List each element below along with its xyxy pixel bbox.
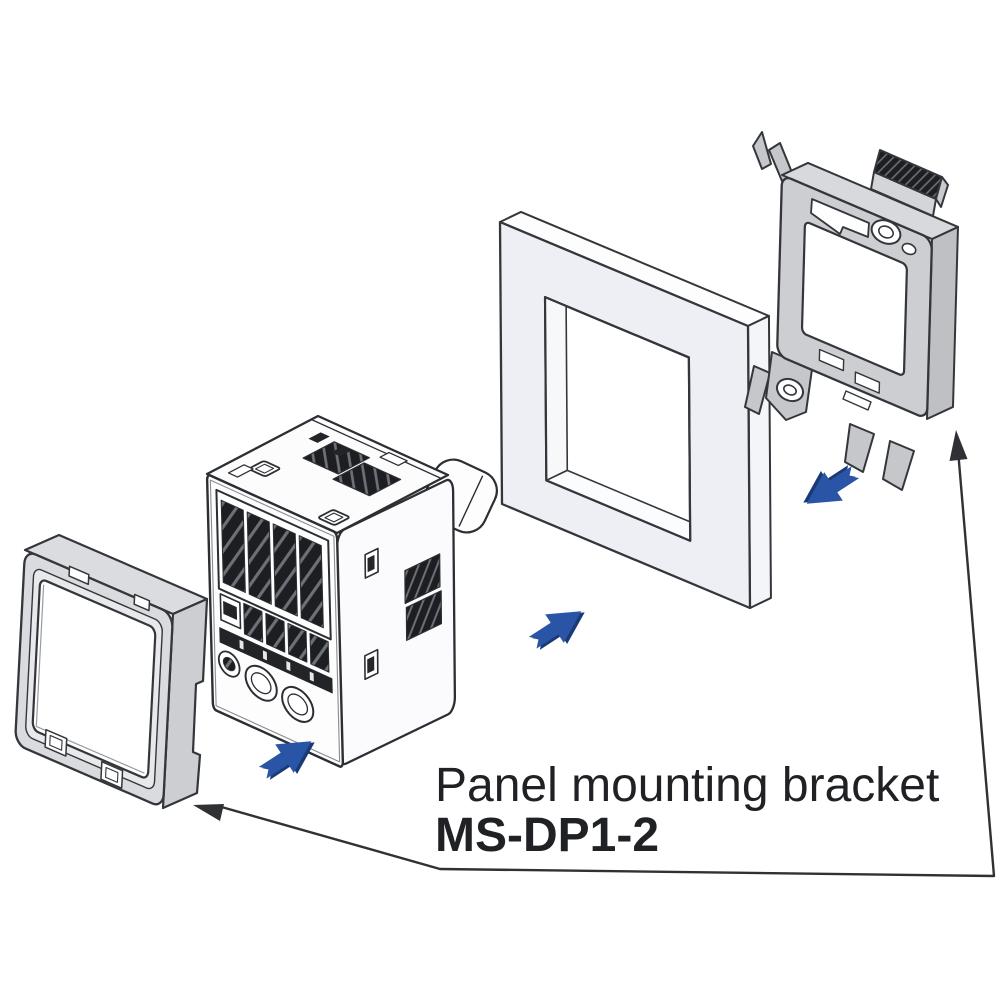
label-leader-line (193, 430, 996, 878)
bracket-slot (819, 350, 843, 371)
digital-pressure-sensor (207, 416, 498, 768)
cutout-left-wall (545, 297, 568, 489)
cover-notch (134, 594, 149, 610)
sensor-side-vent (405, 554, 440, 604)
leader-arrowhead-cover (193, 804, 224, 821)
cover-side-face (161, 597, 209, 810)
bracket-cutout (810, 198, 870, 238)
sensor-top-slot-dark (308, 432, 330, 443)
sensor-top-slot (248, 461, 280, 477)
sensor-top-vent (333, 463, 400, 496)
front-protective-cover (15, 533, 209, 810)
bracket-tab (842, 390, 872, 411)
bracket-foot (744, 365, 771, 415)
display-sub-digit (310, 633, 329, 672)
bracket-foot (882, 440, 915, 491)
bracket-foot (844, 423, 875, 473)
bracket-hole-rim (878, 225, 894, 239)
cover-notch (69, 566, 89, 584)
sensor-top-slot (318, 510, 350, 526)
display-digit (221, 500, 245, 592)
assembly-arrow-panel (523, 596, 594, 659)
display-sub-digit (266, 613, 285, 652)
sensor-label-band (219, 627, 333, 694)
bracket-opening (802, 221, 907, 376)
panel-mounting-bracket (744, 131, 958, 491)
cover-window (32, 578, 155, 779)
sensor-top-slot (380, 453, 407, 466)
panel-right-edge (748, 307, 771, 617)
display-digit (247, 512, 271, 604)
bracket-hole-rim (783, 384, 797, 396)
display-sub-digit (288, 623, 307, 662)
display-digit (299, 536, 323, 628)
bracket-hole (870, 219, 902, 245)
sensor-top-slot-dark (331, 445, 353, 457)
display-sub-digit (244, 603, 263, 642)
bracket-stud (901, 242, 917, 256)
leader-arrowhead-bracket (949, 430, 968, 461)
bracket-hole (775, 377, 805, 403)
bracket-slot (855, 372, 879, 393)
mounting-panel (500, 203, 771, 617)
bracket-latch-cap (935, 176, 949, 208)
display-digit (273, 524, 297, 616)
label-line-2: MS-DP1-2 (435, 809, 659, 862)
label-line-1: Panel mounting bracket (435, 759, 939, 812)
bracket-clip-prong (752, 131, 772, 170)
sensor-top-slot (229, 465, 254, 477)
sensor-side-vent (406, 591, 441, 641)
